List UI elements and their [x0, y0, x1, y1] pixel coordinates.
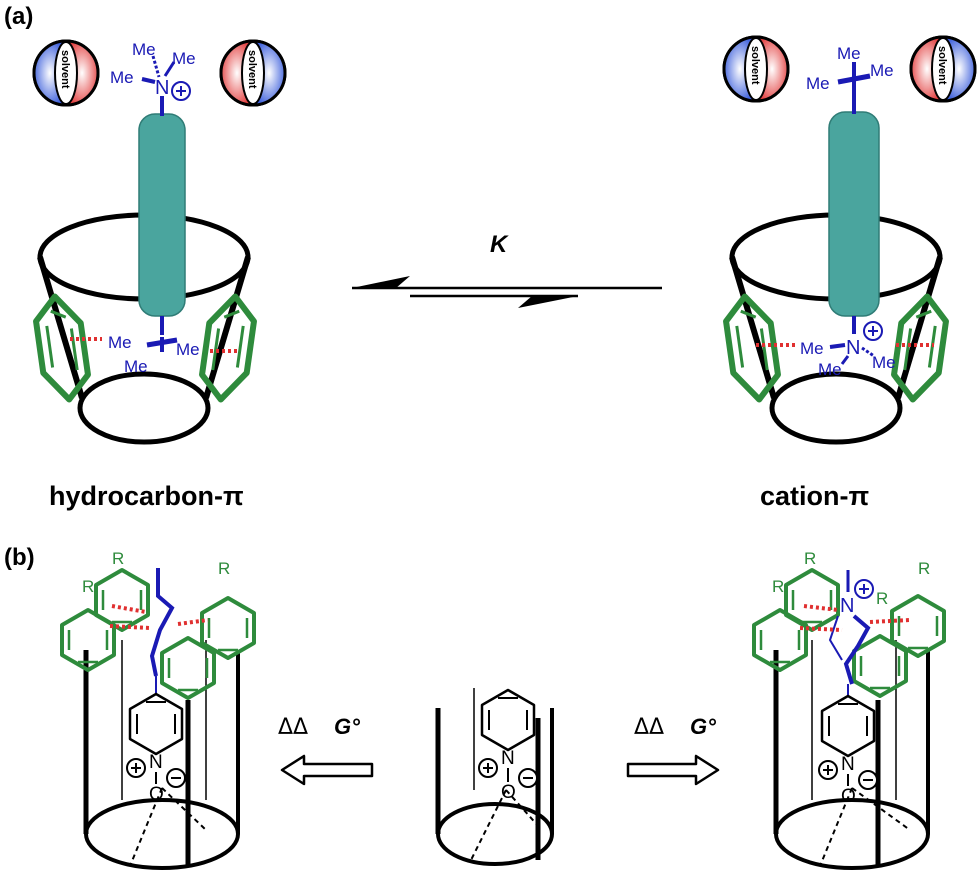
panel-b-label: (b)	[4, 544, 35, 571]
right-cylinder-host	[773, 640, 930, 870]
ddg-left-label: ΔΔ G°	[278, 714, 360, 740]
left-ch-pi-2	[109, 624, 151, 630]
right-aryl-wall-right	[891, 293, 949, 402]
left-ammonium-head: N Me Me Me	[110, 40, 196, 116]
solvent-label: solvent	[936, 46, 948, 85]
left-r-group-2: R	[112, 549, 124, 568]
hydrocarbon-pi-caption: hydrocarbon-π	[49, 481, 244, 511]
open-arrow-left	[280, 754, 374, 786]
right-oxide-oxygen: O	[841, 786, 856, 807]
solvent-sphere-right-1: solvent	[722, 35, 790, 103]
left-aryl-wall-right	[199, 293, 257, 402]
right-cation-pi-2	[799, 626, 843, 632]
solvent-label: solvent	[749, 46, 761, 85]
left-top-methyl-3: Me	[172, 49, 196, 68]
ddg-left-delta: ΔΔ	[278, 715, 308, 740]
right-bottom-methyl-1: Me	[800, 339, 824, 358]
cation-pi-caption: cation-π	[760, 481, 869, 511]
left-aryl-wall-left	[33, 293, 91, 402]
equilibrium-constant-k: K	[490, 231, 509, 258]
right-pyridine-n-oxide: N O	[818, 684, 878, 807]
right-top-methyl-1: Me	[837, 44, 861, 63]
right-ammonium-group: N Me Me Me	[800, 316, 896, 379]
right-r-group-4: R	[876, 589, 888, 608]
solvent-sphere-left-1: solvent	[32, 39, 100, 107]
right-aryl-wall-left	[723, 293, 781, 402]
middle-pyridine-nitrogen: N	[501, 748, 515, 769]
ddg-right-g: G°	[690, 714, 716, 739]
panel-a-label: (a)	[4, 3, 33, 30]
right-aryl-4	[852, 634, 908, 698]
middle-pyridine-n-oxide: N O	[478, 688, 538, 803]
right-aryl-2	[784, 568, 840, 632]
left-bottom-methyl-1: Me	[108, 333, 132, 352]
left-pyridine-nitrogen: N	[149, 752, 163, 773]
middle-free-host	[435, 688, 554, 866]
left-bottom-methyl-3: Me	[176, 340, 200, 359]
right-r-group-2: R	[804, 549, 816, 568]
right-spacer-rod	[828, 111, 880, 317]
right-cation-pi-1	[803, 604, 839, 612]
left-r-group-1: R	[82, 577, 94, 596]
left-aryl-2	[94, 568, 150, 632]
right-bottom-methyl-3: Me	[872, 353, 896, 372]
left-top-methyl-2: Me	[110, 68, 134, 87]
left-tbutyl-group: Me Me Me	[108, 316, 200, 376]
right-methylpyridinium: N	[828, 570, 874, 685]
solvent-sphere-left-2: solvent	[219, 39, 287, 107]
ddg-right-delta: ΔΔ	[634, 715, 664, 740]
right-bottom-methyl-2: Me	[818, 360, 842, 379]
left-spacer-rod	[138, 113, 186, 317]
left-pyridine-n-oxide: N O	[126, 676, 186, 805]
equilibrium-arrows	[352, 276, 662, 308]
left-cylinder-host	[83, 640, 240, 870]
right-tbutyl-group: Me Me Me	[806, 44, 894, 114]
solvent-sphere-right-2: solvent	[909, 35, 977, 103]
solvent-label: solvent	[246, 50, 258, 89]
ddg-left-g: G°	[334, 714, 360, 739]
left-top-nitrogen: N	[155, 77, 169, 99]
left-aryl-4	[160, 636, 216, 700]
right-r-group-1: R	[772, 577, 784, 596]
right-aryl-1	[752, 608, 808, 672]
right-cation-pi-3	[869, 618, 911, 624]
open-arrow-right	[626, 754, 720, 786]
left-oxide-oxygen: O	[149, 784, 164, 805]
right-r-group-3: R	[918, 559, 930, 578]
left-r-group-3: R	[218, 559, 230, 578]
ddg-right-label: ΔΔ G°	[634, 714, 716, 740]
left-guest-chain	[149, 568, 175, 677]
right-pyridine-nitrogen: N	[841, 754, 855, 775]
left-top-methyl-1: Me	[132, 40, 156, 59]
right-top-methyl-2: Me	[806, 74, 830, 93]
middle-oxide-oxygen: O	[501, 782, 516, 803]
right-top-methyl-3: Me	[870, 61, 894, 80]
solvent-label: solvent	[59, 50, 71, 89]
right-guest-nitrogen: N	[840, 595, 854, 617]
left-bottom-methyl-2: Me	[124, 357, 148, 376]
left-ch-pi-3	[177, 618, 209, 626]
right-bottom-nitrogen: N	[846, 337, 860, 359]
